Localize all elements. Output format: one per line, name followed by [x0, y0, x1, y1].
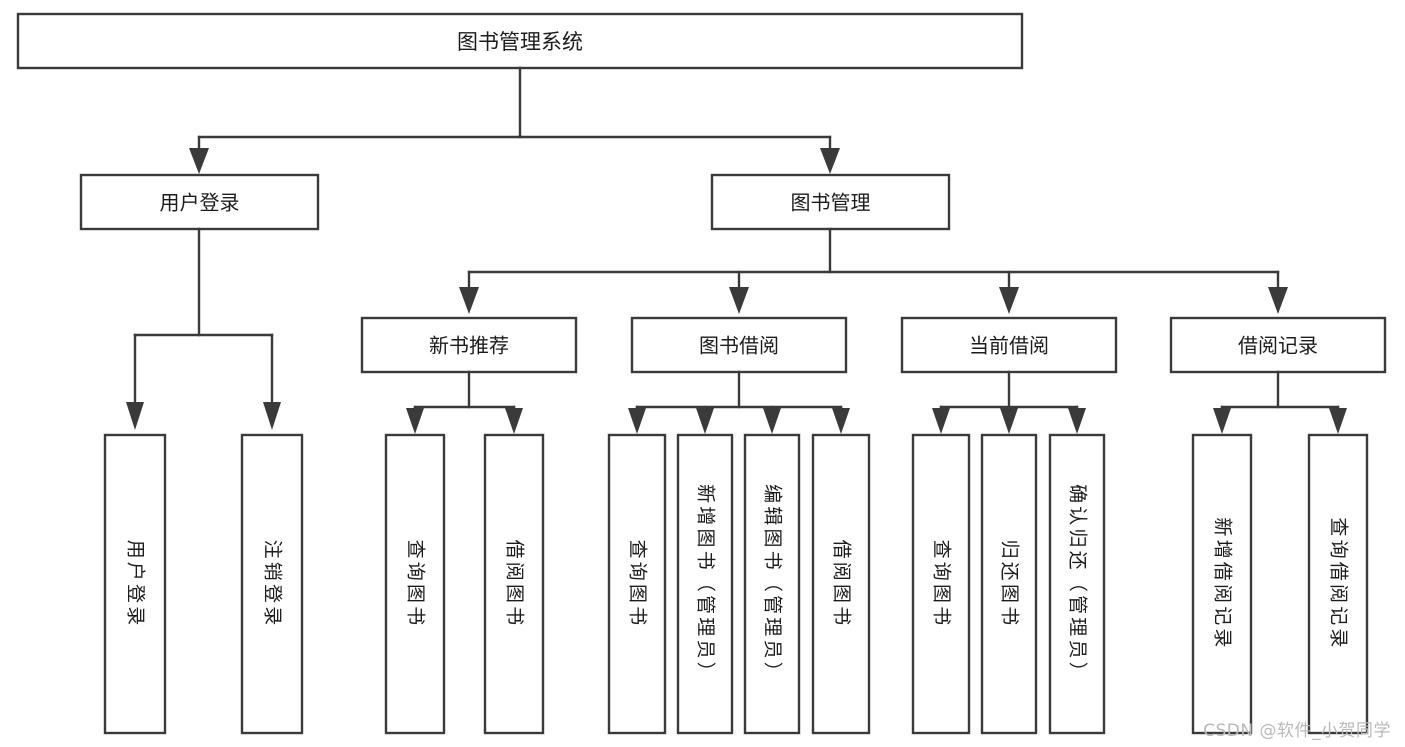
connector-new-book-recommend-to-leaves: [406, 370, 523, 434]
leaf-label: 确认归还（管理员）: [1067, 484, 1089, 684]
node-new-book-recommend-label: 新书推荐: [429, 334, 509, 358]
node-root-box[interactable]: [16, 12, 1024, 70]
leaf-box[interactable]: [980, 433, 1038, 735]
leaf-label: 注销登录: [262, 540, 284, 629]
leaf-user-login-logout[interactable]: 注销登录: [240, 433, 304, 735]
leaf-new-book-query-book[interactable]: 查询图书: [384, 433, 446, 735]
node-borrow-record[interactable]: 借阅记录: [1169, 316, 1387, 374]
leaf-current-borrow-return-book[interactable]: 归还图书: [980, 433, 1038, 735]
leaf-label: 用户登录: [125, 540, 147, 629]
leaf-label: 编辑图书（管理员）: [762, 484, 784, 684]
arrow-head-icon: [126, 402, 144, 430]
node-borrow-record-label: 借阅记录: [1238, 334, 1318, 358]
leaf-book-borrow-query-book[interactable]: 查询图书: [607, 433, 667, 735]
leaf-box[interactable]: [676, 433, 734, 735]
node-user-login-box[interactable]: [79, 173, 320, 231]
connector-book-borrow-to-leaves: [628, 370, 850, 434]
node-book-management-label: 图书管理: [791, 191, 871, 215]
arrow-head-icon: [263, 402, 281, 430]
leaf-label: 新增图书（管理员）: [695, 484, 717, 684]
leaf-box[interactable]: [240, 433, 304, 735]
node-user-login-label: 用户登录: [160, 191, 240, 215]
arrow-head-icon: [1000, 408, 1018, 434]
leaf-label: 查询图书: [627, 540, 649, 629]
leaf-box[interactable]: [384, 433, 446, 735]
leaf-label: 查询图书: [931, 540, 953, 629]
leaf-label: 借阅图书: [831, 540, 853, 629]
leaf-box[interactable]: [483, 433, 545, 735]
leaf-current-borrow-query-book[interactable]: 查询图书: [911, 433, 971, 735]
leaf-label: 借阅图书: [504, 540, 526, 629]
leaf-box[interactable]: [103, 433, 167, 735]
leaf-box[interactable]: [1307, 433, 1369, 735]
leaf-new-book-borrow-book[interactable]: 借阅图书: [483, 433, 545, 735]
connector-user-login-to-leaves: [126, 227, 281, 430]
arrow-head-icon: [189, 148, 209, 174]
arrow-head-icon: [505, 408, 523, 434]
leaf-borrow-record-add-record[interactable]: 新增借阅记录: [1191, 433, 1253, 735]
leaf-book-borrow-add-book-admin[interactable]: 新增图书（管理员）: [676, 433, 734, 735]
arrow-head-icon: [696, 408, 714, 434]
arrow-head-icon: [1329, 408, 1347, 434]
node-root[interactable]: 图书管理系统: [16, 12, 1024, 70]
connector-root-to-level2: [189, 66, 840, 174]
node-user-login[interactable]: 用户登录: [79, 173, 320, 231]
arrow-head-icon: [932, 408, 950, 434]
leaf-label: 新增借阅记录: [1212, 517, 1234, 650]
arrow-head-icon: [406, 408, 424, 434]
node-current-borrow-label: 当前借阅: [969, 334, 1049, 358]
arrow-head-icon: [1068, 408, 1086, 434]
node-book-management[interactable]: 图书管理: [710, 173, 951, 231]
leaf-box[interactable]: [743, 433, 801, 735]
arrow-head-icon: [1213, 408, 1231, 434]
leaf-current-borrow-confirm-return-admin[interactable]: 确认归还（管理员）: [1048, 433, 1106, 735]
leaf-box[interactable]: [911, 433, 971, 735]
arrow-head-icon: [1268, 287, 1288, 314]
node-book-borrow[interactable]: 图书借阅: [630, 316, 848, 374]
node-new-book-recommend-box[interactable]: [360, 316, 578, 374]
leaf-book-borrow-edit-book-admin[interactable]: 编辑图书（管理员）: [743, 433, 801, 735]
node-current-borrow[interactable]: 当前借阅: [900, 316, 1118, 374]
connector-book-management-to-level3: [459, 227, 1288, 314]
arrow-head-icon: [999, 287, 1019, 314]
leaf-book-borrow-borrow-book[interactable]: 借阅图书: [811, 433, 871, 735]
leaf-label: 查询图书: [405, 540, 427, 629]
arrow-head-icon: [729, 287, 749, 314]
leaf-label: 归还图书: [999, 540, 1021, 629]
leaf-user-login-login[interactable]: 用户登录: [103, 433, 167, 735]
leaf-box[interactable]: [811, 433, 871, 735]
connector-borrow-record-to-leaves: [1213, 370, 1347, 434]
leaf-borrow-record-query-record[interactable]: 查询借阅记录: [1307, 433, 1369, 735]
node-book-borrow-label: 图书借阅: [699, 334, 779, 358]
leaf-box[interactable]: [1048, 433, 1106, 735]
arrow-head-icon: [820, 148, 840, 174]
leaf-box[interactable]: [1191, 433, 1253, 735]
connector-current-borrow-to-leaves: [932, 370, 1086, 434]
arrow-head-icon: [763, 408, 781, 434]
arrow-head-icon: [628, 408, 646, 434]
leaf-box[interactable]: [607, 433, 667, 735]
node-new-book-recommend[interactable]: 新书推荐: [360, 316, 578, 374]
arrow-head-icon: [832, 408, 850, 434]
node-root-label: 图书管理系统: [457, 30, 583, 54]
node-current-borrow-box[interactable]: [900, 316, 1118, 374]
arrow-head-icon: [459, 287, 479, 314]
leaf-label: 查询借阅记录: [1328, 517, 1350, 650]
